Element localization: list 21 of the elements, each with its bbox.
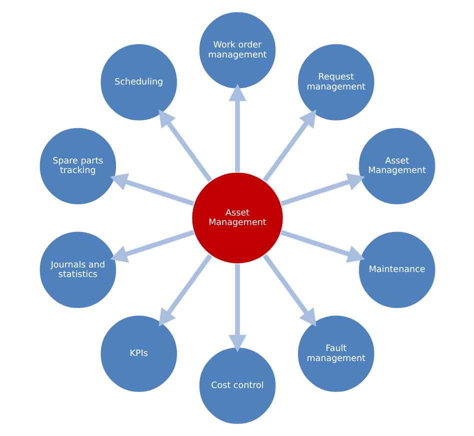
node-circle: Spare parts tracking <box>38 126 117 206</box>
node-circle: Request management <box>296 42 375 122</box>
arrow <box>280 173 364 206</box>
arrow <box>280 230 364 263</box>
node-circle: Cost control <box>198 346 276 426</box>
node-circle: Fault management <box>296 314 375 394</box>
node-circle: Journals and statistics <box>38 230 117 310</box>
node-circle: Asset Management <box>190 171 284 265</box>
arrow <box>228 84 246 172</box>
arrow <box>262 254 316 327</box>
arrow <box>110 230 194 263</box>
arrow <box>110 173 194 206</box>
node-circle: Work order management <box>198 10 276 90</box>
arrow <box>228 264 246 352</box>
node-circle: Scheduling <box>99 42 178 122</box>
arrow <box>158 109 212 182</box>
node-circle: KPIs <box>99 314 178 394</box>
arrow <box>158 254 212 327</box>
arrow <box>262 109 316 182</box>
node-circle: Maintenance <box>357 230 436 310</box>
node-circle: Asset Management <box>357 126 436 206</box>
